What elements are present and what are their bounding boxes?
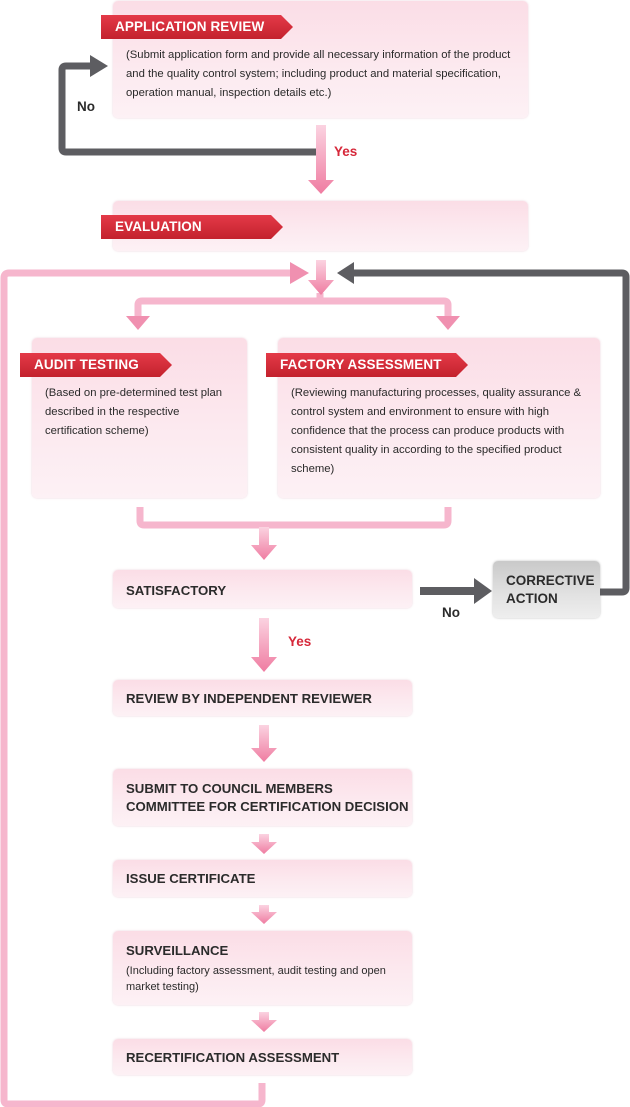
- corrective-loop-arrowhead: [337, 262, 354, 284]
- split-arrowhead-audit: [126, 316, 150, 330]
- arrow-surveillance-to-recert: [251, 1012, 277, 1032]
- down-arrows: [251, 125, 334, 1032]
- arrow-satisfactory-to-review: [251, 618, 277, 672]
- council-submission-box: [113, 769, 412, 826]
- factory-assessment-description: (Reviewing manufacturing processes, qual…: [291, 387, 582, 475]
- satisfactory-no-label: No: [442, 605, 460, 620]
- arrow-issue-to-surveillance: [251, 905, 277, 924]
- satisfactory-title: SATISFACTORY: [126, 583, 227, 598]
- issue-certificate-box: [113, 860, 412, 897]
- corrective-loop-line: [352, 269, 630, 596]
- recertification-loop-arrowhead: [290, 262, 309, 284]
- application-no-loop-arrowhead: [90, 55, 108, 77]
- split-connector: [134, 293, 452, 320]
- satisfactory-no-arrowhead: [474, 578, 492, 604]
- satisfactory-yes-label: Yes: [288, 634, 312, 649]
- satisfactory-box: [113, 570, 412, 608]
- corrective-action-box: [493, 561, 600, 618]
- arrow-into-split: [308, 260, 334, 295]
- audit-testing-description: (Based on pre-determined test plan descr…: [45, 387, 223, 437]
- issue-certificate-title: ISSUE CERTIFICATE: [126, 871, 256, 886]
- recertification-box: [113, 1039, 412, 1075]
- application-review-title: APPLICATION REVIEW: [101, 15, 293, 39]
- independent-review-box: [113, 680, 412, 716]
- arrow-council-to-issue: [251, 834, 277, 854]
- application-review-description: (Submit application form and provide all…: [126, 49, 511, 99]
- surveillance-description: (Including factory assessment, audit tes…: [126, 965, 386, 993]
- council-submission-line1: SUBMIT TO COUNCIL MEMBERS: [126, 781, 333, 796]
- evaluation-title: EVALUATION: [101, 215, 283, 239]
- surveillance-box: [113, 931, 412, 1005]
- application-no-loop-line: [58, 62, 316, 156]
- surveillance-title: SURVEILLANCE: [126, 943, 229, 958]
- recertification-loop-line: [0, 269, 292, 1107]
- factory-assessment-title: FACTORY ASSESSMENT: [266, 353, 468, 377]
- council-submission-line2: COMMITTEE FOR CERTIFICATION DECISION: [126, 799, 409, 814]
- application-yes-label: Yes: [334, 144, 358, 159]
- join-connector: [136, 507, 452, 529]
- arrow-join-to-satisfactory: [251, 527, 277, 560]
- satisfactory-no-arrow-shaft: [420, 587, 476, 595]
- arrow-application-to-evaluation: [308, 125, 334, 194]
- corrective-action-title: CORRECTIVE ACTION: [506, 573, 595, 606]
- independent-review-title: REVIEW BY INDEPENDENT REVIEWER: [126, 691, 372, 706]
- recertification-title: RECERTIFICATION ASSESSMENT: [126, 1050, 340, 1065]
- split-arrowhead-factory: [436, 316, 460, 330]
- application-no-label: No: [77, 99, 95, 114]
- audit-testing-title: AUDIT TESTING: [20, 353, 172, 377]
- arrow-review-to-council: [251, 725, 277, 762]
